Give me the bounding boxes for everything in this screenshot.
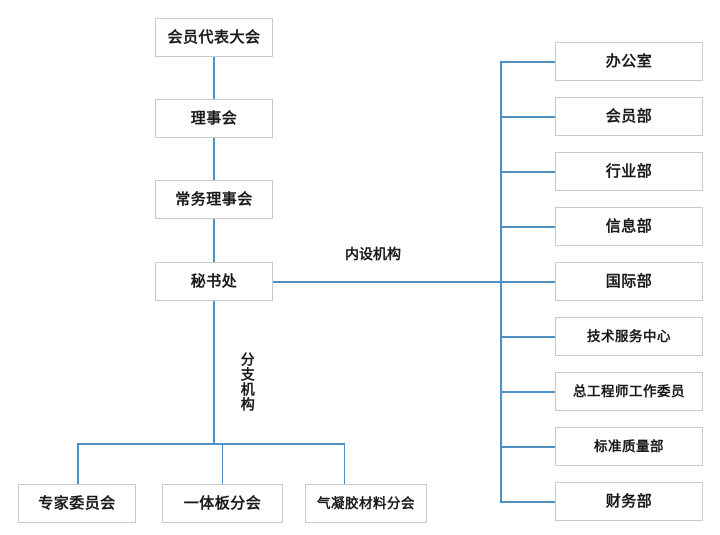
node-aerogel-branch-label: 气凝胶材料分会 <box>317 495 415 511</box>
connector-secretariat-to-internal-trunk <box>273 281 501 283</box>
node-standing-council[interactable]: 常务理事会 <box>155 180 273 219</box>
node-council-label: 理事会 <box>190 110 238 127</box>
node-chief-engineer-committee[interactable]: 总工程师工作委员 <box>555 372 703 411</box>
connector-stub-information <box>500 226 556 228</box>
node-assembly-label: 会员代表大会 <box>167 29 261 46</box>
node-tech-service-center[interactable]: 技术服务中心 <box>555 317 703 356</box>
connector-stub-international <box>500 281 556 283</box>
node-secretariat-label: 秘书处 <box>190 273 238 290</box>
node-membership-label: 会员部 <box>605 108 653 125</box>
node-aerogel-branch[interactable]: 气凝胶材料分会 <box>305 484 427 523</box>
node-international-label: 国际部 <box>605 273 653 290</box>
node-international[interactable]: 国际部 <box>555 262 703 301</box>
connector-council-to-standing <box>213 138 215 180</box>
node-panel-branch[interactable]: 一体板分会 <box>162 484 283 523</box>
node-tech-service-center-label: 技术服务中心 <box>587 328 671 344</box>
connector-stub-tech-service <box>500 336 556 338</box>
connector-drop-panel-branch <box>221 443 224 484</box>
node-office-label: 办公室 <box>605 53 653 70</box>
node-office[interactable]: 办公室 <box>555 42 703 81</box>
node-standard-quality-label: 标准质量部 <box>594 438 664 454</box>
connector-stub-finance <box>500 501 556 503</box>
node-industry-label: 行业部 <box>605 163 653 180</box>
connector-stub-industry <box>500 171 556 173</box>
node-finance[interactable]: 财务部 <box>555 482 703 521</box>
connector-stub-standard-qa <box>500 446 556 448</box>
node-membership[interactable]: 会员部 <box>555 97 703 136</box>
node-information-label: 信息部 <box>605 218 653 235</box>
node-council[interactable]: 理事会 <box>155 99 273 138</box>
node-secretariat[interactable]: 秘书处 <box>155 262 273 301</box>
node-panel-branch-label: 一体板分会 <box>183 495 262 512</box>
connector-branch-bus <box>77 443 345 445</box>
connector-stub-chief-engineer <box>500 391 556 393</box>
connector-drop-expert-committee <box>77 443 79 484</box>
internal-structure-label: 内设机构 <box>345 246 401 262</box>
connector-stub-membership <box>500 116 556 118</box>
node-standing-council-label: 常务理事会 <box>175 191 253 208</box>
connector-assembly-to-council <box>213 57 215 99</box>
node-expert-committee-label: 专家委员会 <box>38 495 116 512</box>
branch-structure-label: 分支机构 <box>239 352 256 412</box>
connector-drop-aerogel-branch <box>343 443 346 484</box>
node-expert-committee[interactable]: 专家委员会 <box>18 484 136 523</box>
connector-stub-office <box>500 61 556 63</box>
node-standard-quality[interactable]: 标准质量部 <box>555 427 703 466</box>
node-chief-engineer-committee-label: 总工程师工作委员 <box>573 383 685 399</box>
connector-standing-to-secretariat <box>213 219 215 262</box>
node-industry[interactable]: 行业部 <box>555 152 703 191</box>
connector-secretariat-down <box>213 301 215 443</box>
node-information[interactable]: 信息部 <box>555 207 703 246</box>
node-finance-label: 财务部 <box>605 493 653 510</box>
node-assembly[interactable]: 会员代表大会 <box>155 18 273 57</box>
